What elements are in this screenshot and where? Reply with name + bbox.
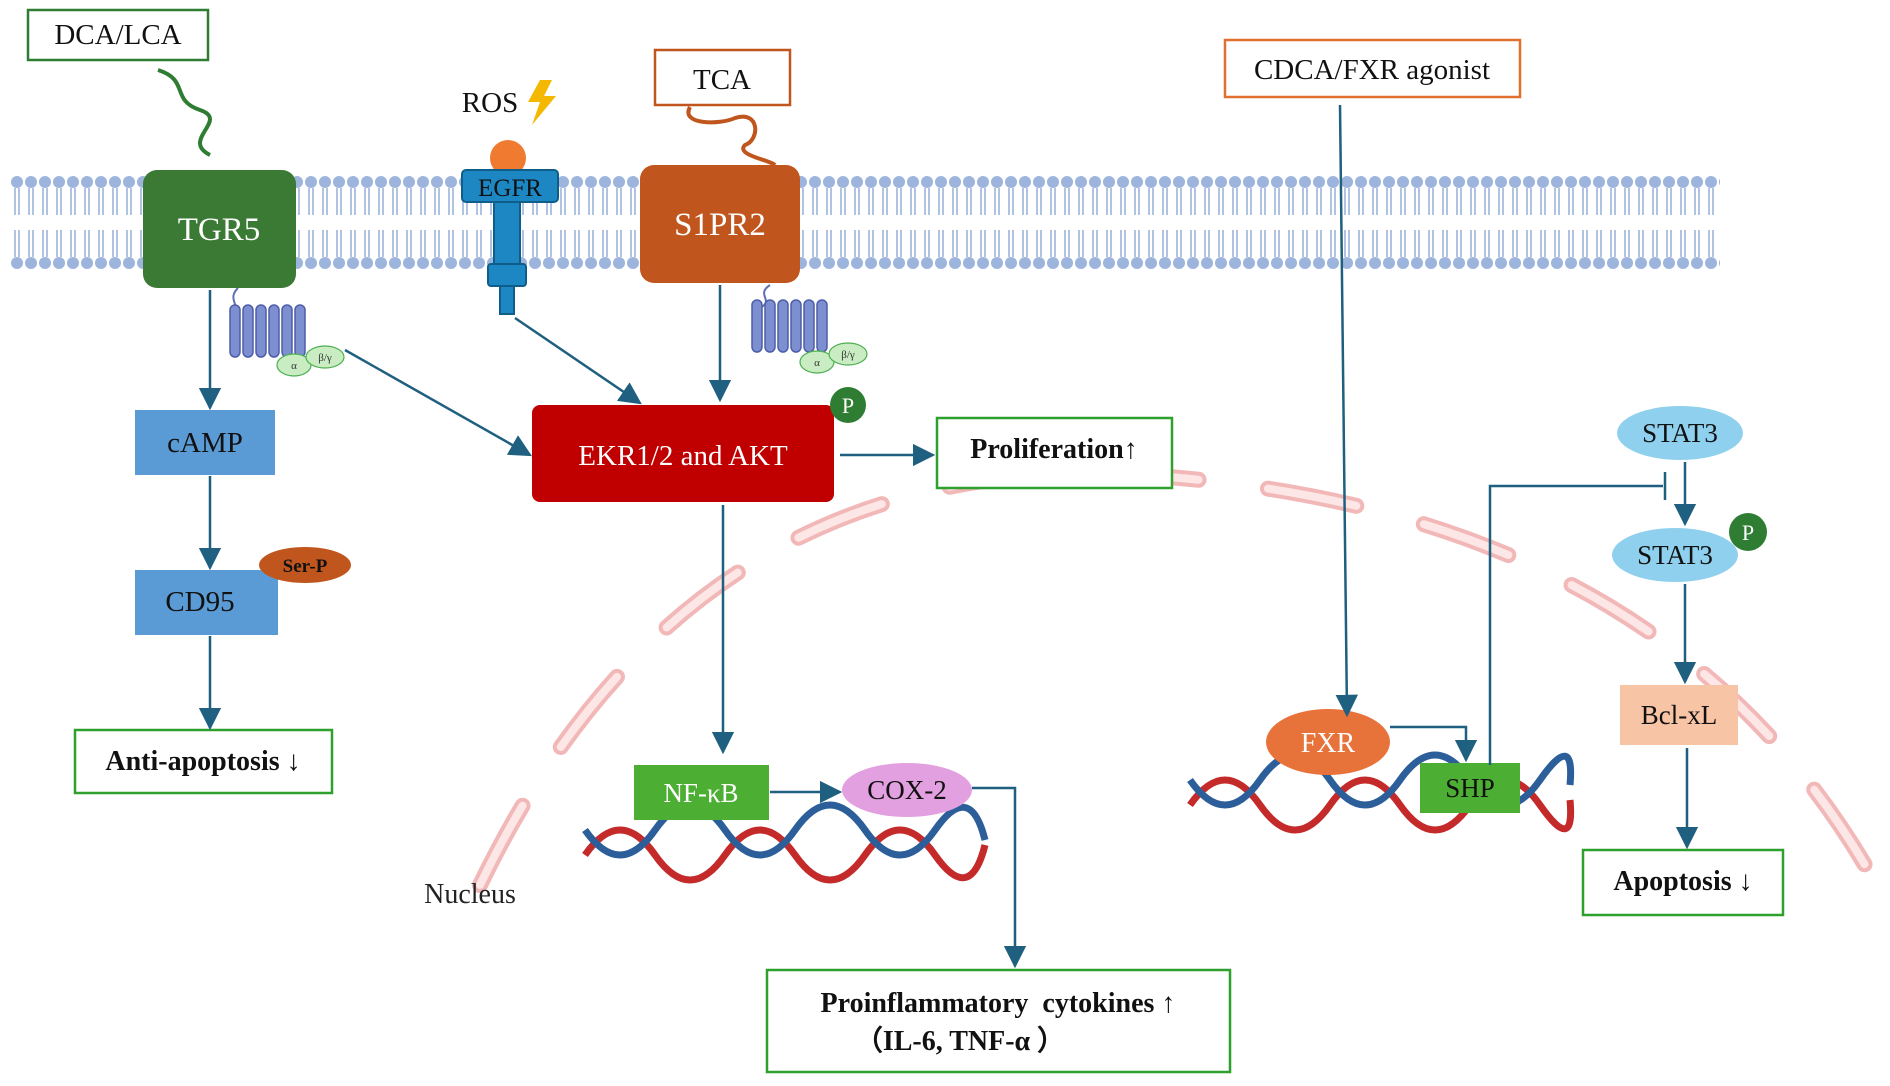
- pathway-arrows: [198, 104, 1699, 969]
- dca-lca-ligand-chain: [157, 68, 212, 157]
- fxr-label: FXR: [1301, 728, 1356, 759]
- cytokines-label-line1: Proinflammatory cytokines ↑: [821, 988, 1176, 1019]
- ser-p-label: Ser-P: [283, 556, 328, 577]
- arrow-cdca-fxr: [1335, 104, 1359, 718]
- arrow-cox2-cytokines: [972, 786, 1027, 969]
- cdca-box: [1223, 38, 1522, 99]
- cdca-label: CDCA/FXR agonist: [1254, 54, 1490, 86]
- cd95-node: [135, 570, 278, 635]
- lightning-icon: [528, 80, 556, 125]
- g-alpha-label-left: α: [291, 360, 297, 372]
- stat3-node: [1617, 406, 1743, 460]
- inhibit-shp-stat3: [1488, 484, 1663, 765]
- tca-label: TCA: [693, 64, 751, 96]
- camp-node: [135, 410, 275, 475]
- ser-p-badge: [259, 547, 351, 583]
- stat3-phospho-node: [1612, 528, 1738, 582]
- g-protein-coupled-receptor-icon-left: [229, 287, 345, 377]
- apoptosis-label: Apoptosis ↓: [1613, 866, 1752, 897]
- phospho-label-ekr: P: [842, 393, 854, 418]
- dca-lca-box: [26, 8, 210, 62]
- tca-ligand-chain: [686, 106, 777, 167]
- nfkb-label: NF-κB: [663, 778, 738, 808]
- arrow-gpcr-ekr: [344, 348, 532, 457]
- cd95-label: CD95: [165, 586, 234, 618]
- phospho-badge-ekr: [830, 387, 866, 423]
- nucleus-label: Nucleus: [424, 879, 516, 910]
- cytokines-label-line2: （IL-6, TNF-α ）: [855, 1024, 1065, 1057]
- tgr5-label: TGR5: [178, 212, 261, 248]
- egfr-label: EGFR: [478, 175, 542, 202]
- proliferation-label: Proliferation↑: [970, 434, 1137, 465]
- shp-node: [1420, 763, 1520, 813]
- g-beta-gamma-label-left: β/γ: [318, 352, 332, 364]
- ekr-akt-label: EKR1/2 and AKT: [578, 440, 788, 472]
- apoptosis-box: [1581, 848, 1785, 917]
- ros-label: ROS: [462, 87, 518, 119]
- s1pr2-receptor: [640, 165, 800, 283]
- cox2-label: COX-2: [867, 775, 947, 805]
- g-alpha-label-right: α: [814, 357, 820, 369]
- stat3-label: STAT3: [1642, 418, 1718, 448]
- cytokines-box: [765, 968, 1232, 1074]
- shp-label: SHP: [1445, 773, 1495, 803]
- bclxl-label: Bcl-xL: [1641, 700, 1717, 730]
- egfr-receptor: [461, 140, 559, 315]
- tca-box: [653, 48, 792, 107]
- tgr5-receptor: [143, 170, 296, 288]
- stat3-phospho-label: STAT3: [1637, 540, 1713, 570]
- bclxl-node: [1620, 685, 1738, 745]
- nfkb-node: [634, 765, 769, 820]
- phospho-badge-stat3: [1729, 513, 1767, 551]
- s1pr2-label: S1PR2: [674, 207, 766, 243]
- arrow-fxr-shp: [1390, 725, 1478, 763]
- g-protein-coupled-receptor-icon-right: [751, 284, 868, 374]
- arrow-egfr-ekr: [514, 316, 642, 405]
- ekr-akt-node: [532, 405, 834, 502]
- anti-apoptosis-box: [73, 728, 334, 795]
- camp-label: cAMP: [167, 427, 243, 459]
- anti-apoptosis-label: Anti-apoptosis ↓: [105, 746, 300, 777]
- dca-lca-label: DCA/LCA: [54, 19, 181, 51]
- phospho-label-stat3: P: [1742, 520, 1754, 545]
- dna-helix-left: [582, 801, 989, 884]
- dna-helix-right: [1187, 751, 1575, 834]
- proliferation-box: [935, 416, 1174, 490]
- fxr-node: [1266, 709, 1390, 775]
- g-beta-gamma-label-right: β/γ: [841, 349, 855, 361]
- cox2-node: [842, 763, 972, 817]
